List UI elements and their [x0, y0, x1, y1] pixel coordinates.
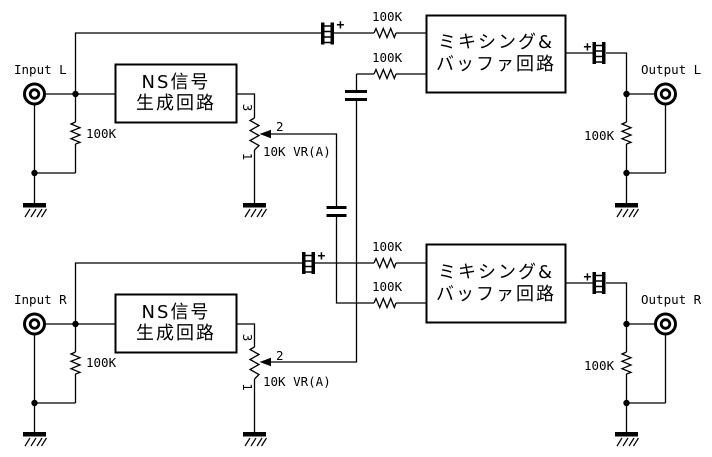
resistor-output-shunt-left [621, 121, 632, 145]
resistor-label-mix-direct-right: 100K [372, 239, 403, 254]
wires-output-right-section [566, 282, 667, 432]
wires-input-right-section [33, 262, 302, 432]
output-cap-left [591, 41, 607, 65]
pot-value-label-right: 10K VR(A) [263, 374, 331, 389]
output-jack-left [654, 82, 677, 106]
wires-pot-right-section [237, 323, 256, 432]
ground-pot-right [242, 431, 268, 447]
output-jack-right [654, 312, 677, 336]
mixer-box-text-line2-right: バッファ回路 [436, 284, 556, 305]
pot-pin3-label-left: 3 [240, 104, 255, 112]
mixer-box-text-line2-left: バッファ回路 [436, 54, 556, 75]
pot-wiper-arrow-right [259, 357, 271, 367]
coupling-cap-left [320, 21, 335, 46]
mixer-box-text-line1-left: ミキシング& [438, 32, 554, 53]
output-label-right: Output R [641, 292, 702, 307]
input-label-right: Input R [14, 292, 67, 307]
generator-box-left [114, 63, 238, 124]
resistor-input-shunt-left [70, 121, 81, 145]
junction-dot [623, 399, 630, 407]
output-cap-right [591, 271, 607, 295]
generator-box-text-line2-right: 生成回路 [136, 323, 216, 344]
ground-output-right [614, 431, 640, 447]
output-cap-plus-left: + [584, 40, 592, 55]
resistor-label-output-shunt-left: 100K [584, 128, 615, 143]
ground-pot-left [242, 202, 268, 218]
pot-pin1-label-right: 1 [240, 383, 255, 391]
pot-track-right [249, 346, 260, 380]
resistor-input-shunt-right [70, 351, 81, 375]
mixer-box-right [425, 243, 567, 324]
resistor-mix-cross-left [373, 68, 397, 80]
ground-input-right [22, 431, 48, 447]
ground-output-left [614, 202, 640, 218]
resistor-label-output-shunt-right: 100K [584, 358, 615, 373]
resistor-label-mix-cross-right: 100K [372, 279, 403, 294]
generator-box-text-line2-left: 生成回路 [136, 93, 216, 114]
crossfeed-cap-upper [345, 90, 367, 101]
junction-dot [623, 169, 630, 177]
output-label-left: Output L [641, 62, 701, 77]
resistor-label-mix-cross-left: 100K [372, 50, 403, 65]
ground-input-left [22, 202, 48, 218]
resistor-mix-direct-right [373, 257, 397, 269]
pot-pin3-label-right: 3 [240, 334, 255, 342]
generator-box-text-line1-right: NS信号 [142, 302, 211, 323]
pot-track-left [249, 117, 260, 151]
crossfeed-cap-lower [326, 206, 347, 217]
wires-mixing-network [271, 32, 426, 363]
junction-dot [31, 169, 38, 177]
resistor-mix-direct-left [373, 27, 397, 39]
junction-dot [72, 320, 79, 328]
wires-pot-left-section [237, 93, 256, 203]
pot-wiper-arrow-left [259, 129, 271, 139]
mixer-box-left [425, 14, 567, 94]
input-label-left: Input L [14, 62, 67, 77]
pot-value-label-left: 10K VR(A) [263, 144, 331, 159]
resistor-label-input-shunt-right: 100K [86, 355, 117, 370]
resistor-label-input-shunt-left: 100K [86, 126, 117, 141]
junction-dot [72, 90, 79, 98]
wires-output-left-section [566, 52, 667, 203]
coupling-cap-plus-left: + [337, 18, 345, 33]
junction-dot [623, 320, 630, 328]
generator-box-right [114, 293, 238, 354]
input-jack-left [23, 82, 46, 106]
resistor-output-shunt-right [621, 351, 632, 375]
coupling-cap-plus-right: + [318, 249, 326, 264]
generator-box-text-line1-left: NS信号 [142, 72, 211, 93]
input-jack-right [23, 312, 46, 336]
resistor-label-mix-direct-left: 100K [372, 9, 403, 24]
resistor-mix-cross-right [373, 297, 397, 309]
coupling-cap-right [301, 251, 316, 275]
wires-input-left-section [33, 32, 321, 203]
junction-dot [623, 90, 630, 98]
pot-pin1-label-left: 1 [240, 153, 255, 161]
pot-pin2-label-left: 2 [276, 119, 284, 134]
output-cap-plus-right: + [584, 270, 592, 285]
junction-dot [31, 399, 38, 407]
pot-pin2-label-right: 2 [276, 348, 284, 363]
mixer-box-text-line1-right: ミキシング& [438, 262, 554, 283]
